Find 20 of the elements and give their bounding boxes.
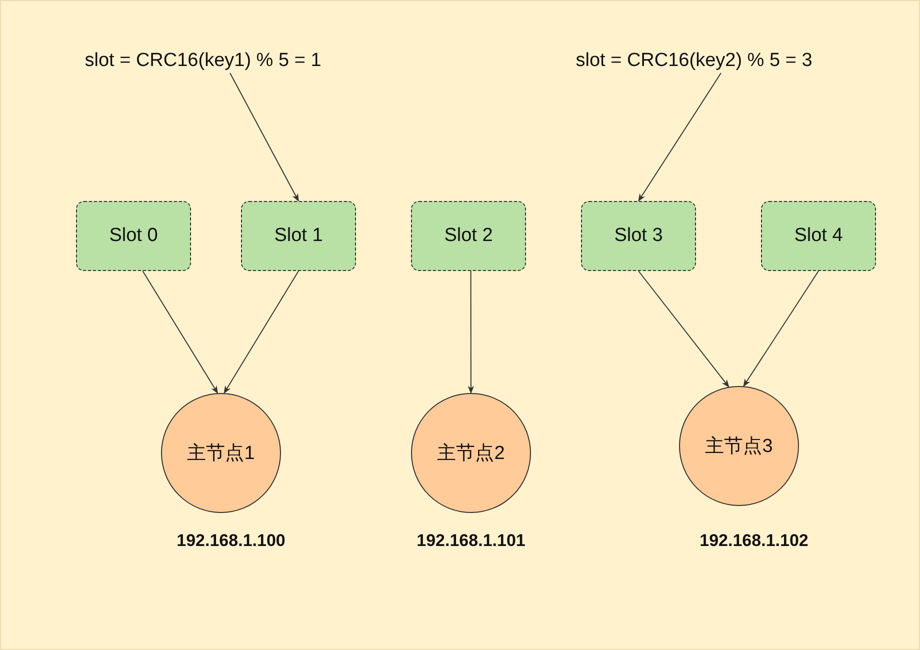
ip-address: 192.168.1.100 [176,531,286,551]
slot-box: Slot 0 [76,201,191,271]
slot-box: Slot 3 [581,201,696,271]
ip-address: 192.168.1.102 [700,531,808,551]
formula-text: slot = CRC16(key1) % 5 = 1 [84,50,322,72]
arrow [224,270,299,394]
slot-box: Slot 1 [241,201,356,271]
master-node-circle: 主节点3 [679,386,799,506]
slot-box: Slot 2 [411,201,526,271]
arrow [142,270,218,394]
arrow [468,270,474,394]
arrow [638,270,730,388]
arrow [743,270,819,387]
master-node-circle: 主节点2 [411,393,531,513]
ip-address: 192.168.1.101 [416,531,526,551]
arrow [638,72,722,202]
slot-box: Slot 4 [761,201,876,271]
formula-text: slot = CRC16(key2) % 5 = 3 [576,50,812,72]
master-node-circle: 主节点1 [161,393,281,513]
arrow [230,72,299,202]
